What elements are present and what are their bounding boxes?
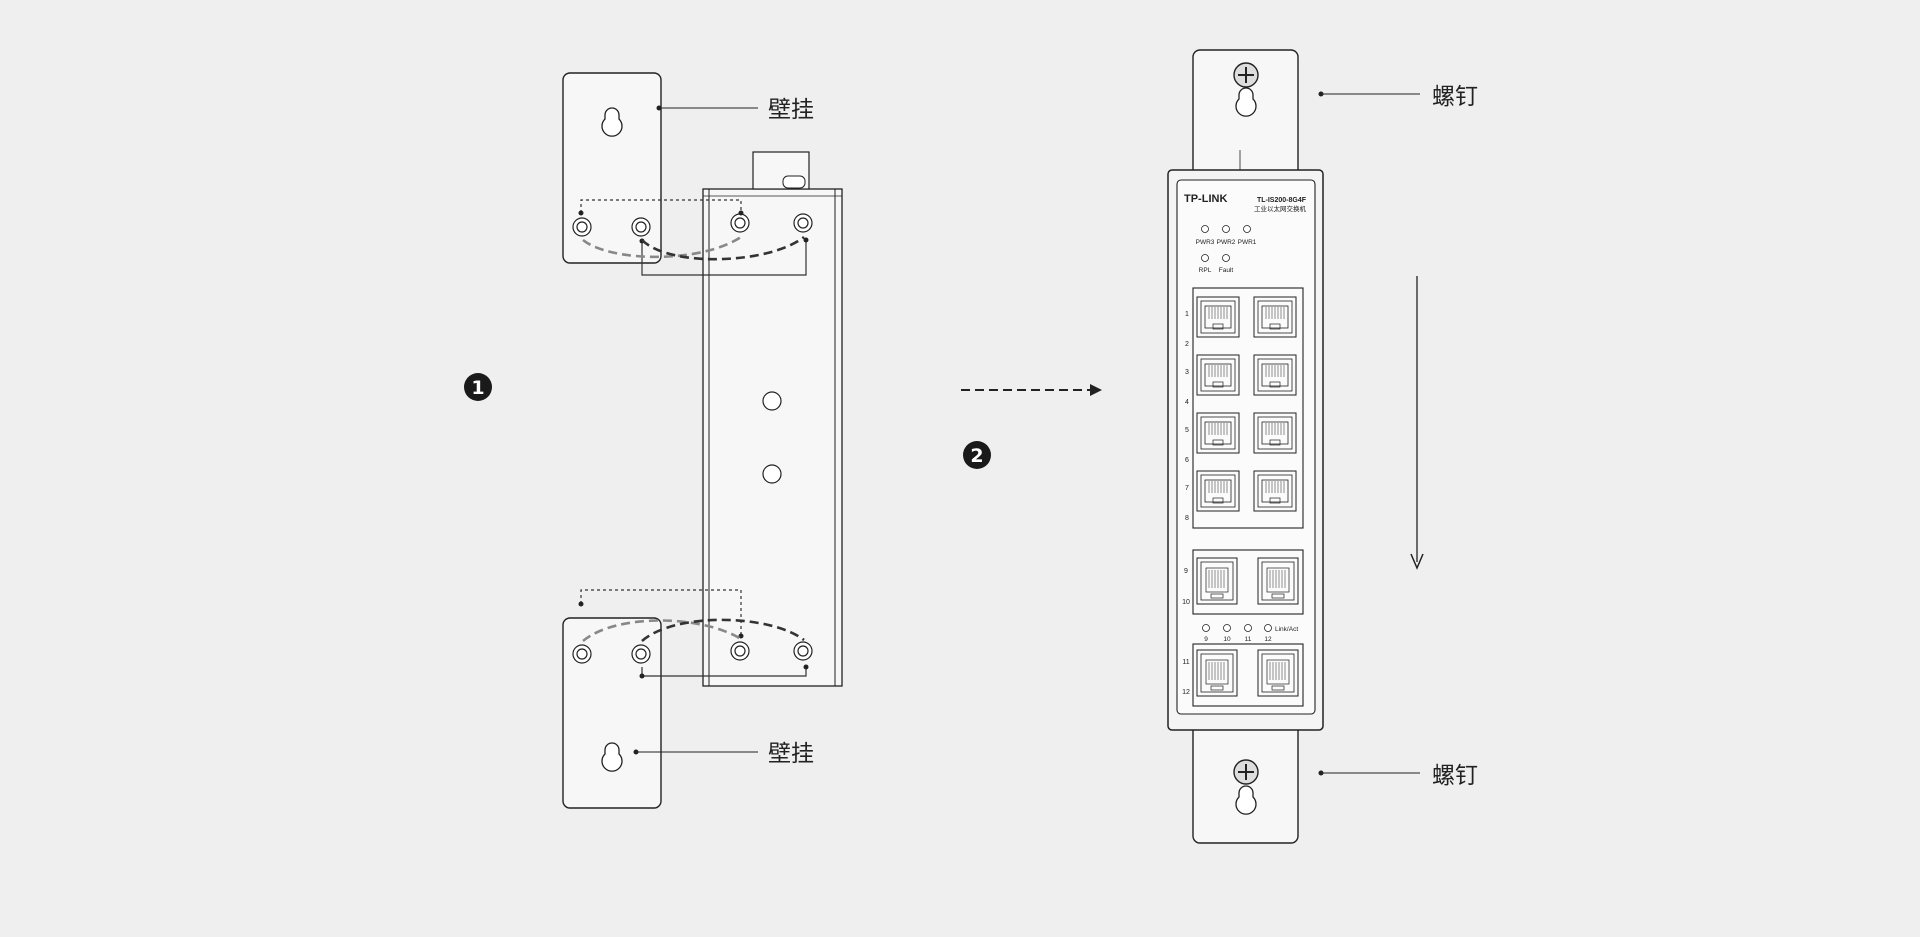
top-screw-label: 螺钉	[1432, 84, 1478, 110]
side-hole-top	[762, 391, 782, 411]
bottom-wall-bracket	[562, 589, 813, 809]
bottom-bracket-callout: 壁挂	[633, 741, 814, 767]
side-hole-bottom	[762, 464, 782, 484]
port-label-4: 4	[1185, 399, 1189, 406]
rj45-port-block: 1 2 3 4 5 6 7 8	[1185, 287, 1304, 529]
bottom-mounting-plate	[1192, 702, 1299, 844]
sfp-block-lower: 11 12	[1182, 643, 1304, 707]
step-1-number: 1	[471, 377, 484, 399]
sfp-led-label-11: 11	[1245, 636, 1252, 643]
transition-arrow	[961, 384, 1102, 396]
port-label-8: 8	[1185, 515, 1189, 522]
port-label-6: 6	[1185, 457, 1189, 464]
left-view: 1	[464, 72, 843, 809]
top-wall-bracket	[562, 72, 813, 276]
top-screw-callout: 螺钉	[1318, 84, 1478, 110]
power-leds: PWR3 PWR2 PWR1 RPL Fault	[1196, 225, 1257, 274]
port-label-7: 7	[1185, 485, 1189, 492]
device-subtitle: 工业以太网交换机	[1254, 204, 1307, 213]
led-label-fault: Fault	[1219, 267, 1234, 274]
sfp-leds: 9 10 11 12 Link/Act	[1202, 624, 1298, 643]
top-bracket-label: 壁挂	[768, 97, 814, 123]
port-label-5: 5	[1185, 427, 1189, 434]
switch-side-body	[702, 151, 843, 687]
sfp-block-upper: 9 10	[1182, 549, 1304, 615]
step-1-badge: 1	[464, 373, 492, 401]
switch-front: TP-LINK TL-IS200-8G4F 工业以太网交换机 PWR3 PWR2…	[1167, 150, 1324, 731]
bottom-screw-label: 螺钉	[1432, 763, 1478, 789]
bottom-bracket-label: 壁挂	[768, 741, 814, 767]
model-label: TL-IS200-8G4F	[1257, 197, 1307, 204]
step-2-badge: 2	[963, 441, 991, 469]
bottom-screw-callout: 螺钉	[1318, 763, 1478, 789]
right-view: TP-LINK TL-IS200-8G4F 工业以太网交换机 PWR3 PWR2…	[1167, 49, 1478, 844]
top-bracket-callout: 壁挂	[656, 97, 814, 123]
port-label-2: 2	[1185, 341, 1189, 348]
led-label-pwr3: PWR3	[1196, 239, 1215, 246]
brand-logo: TP-LINK	[1184, 193, 1227, 205]
sfp-led-label-12: 12	[1264, 636, 1272, 643]
port-label-9: 9	[1184, 568, 1188, 575]
slide-down-arrow	[1410, 276, 1424, 570]
led-label-pwr2: PWR2	[1217, 239, 1236, 246]
port-label-10: 10	[1182, 599, 1190, 606]
port-label-12: 12	[1182, 689, 1190, 696]
top-screw-icon	[1233, 62, 1259, 88]
led-label-rpl: RPL	[1199, 267, 1212, 274]
led-label-pwr1: PWR1	[1238, 239, 1257, 246]
step-2-number: 2	[970, 445, 983, 467]
link-act-label: Link/Act	[1275, 626, 1298, 633]
port-label-3: 3	[1185, 369, 1189, 376]
top-mounting-plate	[1192, 49, 1299, 191]
port-label-11: 11	[1182, 659, 1189, 666]
bottom-screw-icon	[1233, 759, 1259, 785]
sfp-led-label-9: 9	[1204, 636, 1208, 643]
sfp-led-label-10: 10	[1223, 636, 1231, 643]
port-label-1: 1	[1185, 311, 1189, 318]
